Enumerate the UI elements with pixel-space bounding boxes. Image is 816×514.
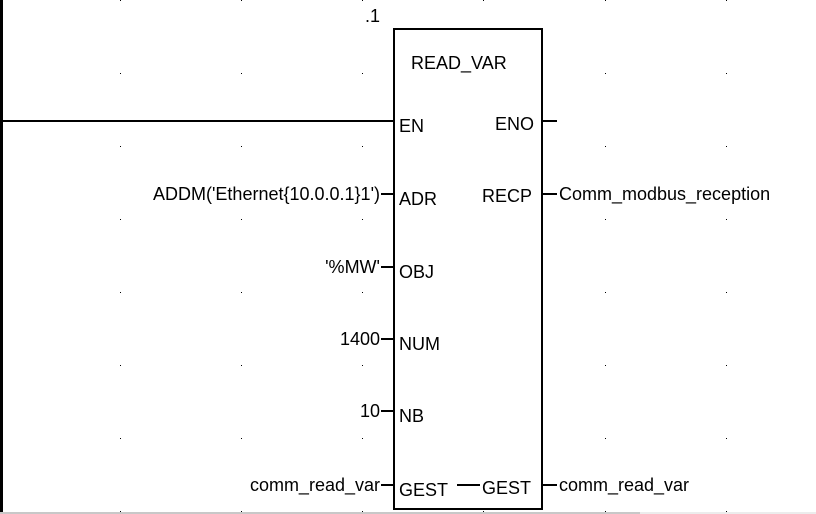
- pin-nb: NB: [399, 406, 425, 426]
- grid-dot: [726, 365, 727, 366]
- gest-in-value[interactable]: comm_read_var: [249, 475, 380, 495]
- grid-dot: [241, 292, 242, 293]
- grid-dot: [241, 511, 242, 512]
- nb-stub: [381, 410, 393, 412]
- grid-dot: [605, 511, 606, 512]
- grid-dot: [362, 511, 363, 512]
- grid-dot: [726, 292, 727, 293]
- grid-dot: [483, 511, 484, 512]
- gest-out-value[interactable]: comm_read_var: [559, 475, 690, 495]
- grid-dot: [241, 365, 242, 366]
- grid-dot: [241, 73, 242, 74]
- grid-dot: [726, 73, 727, 74]
- obj-value[interactable]: '%MW': [325, 257, 380, 277]
- grid-dot: [241, 146, 242, 147]
- grid-dot: [241, 438, 242, 439]
- grid-dot: [605, 365, 606, 366]
- grid-dot: [362, 365, 363, 366]
- grid-dot: [120, 73, 121, 74]
- grid-dot: [362, 0, 363, 1]
- pin-obj: OBJ: [399, 262, 435, 282]
- grid-dot: [605, 73, 606, 74]
- grid-dot: [120, 0, 121, 1]
- block-instance-label: .1: [365, 6, 381, 26]
- grid-dot: [362, 146, 363, 147]
- grid-dot: [241, 0, 242, 1]
- grid-dot: [605, 292, 606, 293]
- pin-recp: RECP: [481, 186, 532, 206]
- grid-dot: [120, 219, 121, 220]
- block-name: READ_VAR: [411, 53, 507, 73]
- grid-dot: [120, 365, 121, 366]
- grid-dot: [120, 511, 121, 512]
- pin-gest-out: GEST: [482, 478, 532, 498]
- grid-dot: [605, 219, 606, 220]
- pin-gest-in: GEST: [399, 480, 449, 500]
- pin-num: NUM: [399, 334, 440, 354]
- grid-dot: [726, 438, 727, 439]
- pin-en: EN: [399, 116, 425, 136]
- grid-dot: [120, 146, 121, 147]
- nb-value[interactable]: 10: [359, 401, 380, 421]
- grid-dot: [483, 0, 484, 1]
- grid-dot: [605, 438, 606, 439]
- grid-dot: [362, 438, 363, 439]
- left-power-rail: [0, 0, 3, 512]
- eno-stub: [541, 120, 557, 122]
- num-value[interactable]: 1400: [339, 329, 380, 349]
- grid-dot: [120, 292, 121, 293]
- grid-dot: [362, 73, 363, 74]
- num-stub: [381, 338, 393, 340]
- grid-dot: [605, 146, 606, 147]
- obj-stub: [381, 266, 393, 268]
- grid-dot: [726, 146, 727, 147]
- horizontal-scrollbar-thumb[interactable]: [0, 512, 640, 514]
- adr-value[interactable]: ADDM('Ethernet{10.0.0.1}1'): [153, 184, 380, 204]
- en-wire[interactable]: [3, 120, 393, 122]
- grid-dot: [241, 219, 242, 220]
- gest-internal-link: [457, 484, 480, 486]
- grid-dot: [726, 511, 727, 512]
- adr-stub: [381, 193, 393, 195]
- read-var-block[interactable]: [393, 28, 543, 510]
- pin-adr: ADR: [399, 189, 438, 209]
- grid-dot: [362, 292, 363, 293]
- gest-out-stub: [541, 484, 557, 486]
- recp-value[interactable]: Comm_modbus_reception: [559, 184, 771, 204]
- grid-dot: [726, 0, 727, 1]
- grid-dot: [362, 219, 363, 220]
- gest-in-stub: [381, 484, 393, 486]
- grid-dot: [726, 219, 727, 220]
- recp-stub: [541, 193, 557, 195]
- grid-dot: [605, 0, 606, 1]
- pin-eno: ENO: [494, 114, 534, 134]
- grid-dot: [120, 438, 121, 439]
